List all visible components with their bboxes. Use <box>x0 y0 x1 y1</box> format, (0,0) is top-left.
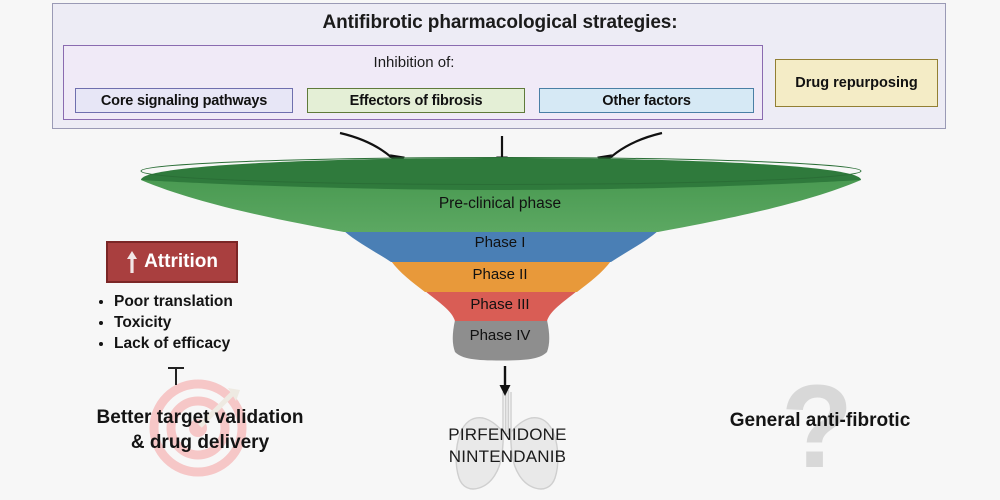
strategies-panel: Antifibrotic pharmacological strategies:… <box>52 3 946 129</box>
funnel-label-phase-iii: Phase III <box>470 296 530 313</box>
inhibition-label: Inhibition of: <box>373 54 455 71</box>
page-title: Antifibrotic pharmacological strategies: <box>322 12 678 33</box>
target-dartboard-icon <box>149 379 247 477</box>
drug-name-nintendanib: NINTENDANIB <box>448 447 567 466</box>
funnel-label-phase-iv: Phase IV <box>469 327 531 344</box>
attrition-badge: Attrition <box>106 241 238 283</box>
chip-core-signaling-pathways[interactable]: Core signaling pathways <box>75 88 293 113</box>
chip-drug-repurposing[interactable]: Drug repurposing <box>775 59 938 107</box>
funnel-label-pre-clinical: Pre-clinical phase <box>438 195 562 212</box>
list-item: Lack of efficacy <box>114 333 374 354</box>
funnel-rim <box>141 158 861 190</box>
funnel-label-phase-ii: Phase II <box>472 266 528 283</box>
down-arrow-icon <box>499 366 511 396</box>
chip-other-factors[interactable]: Other factors <box>539 88 754 113</box>
list-item: Toxicity <box>114 312 374 333</box>
up-arrow-icon <box>127 251 138 273</box>
list-item: Poor translation <box>114 291 374 312</box>
question-mark-icon: ? <box>780 361 854 493</box>
chip-effectors-of-fibrosis[interactable]: Effectors of fibrosis <box>307 88 525 113</box>
funnel-label-phase-i: Phase I <box>474 234 526 251</box>
lungs-icon <box>455 390 559 490</box>
drug-name-pirfenidone: PIRFENIDONE <box>448 425 567 444</box>
bottom-left-line2: & drug delivery <box>130 432 270 453</box>
bottom-right-caption: General anti-fibrotic <box>729 410 911 431</box>
funnel-inflow-arrows <box>339 131 663 172</box>
drug-names: PIRFENIDONE NINTENDANIB <box>400 424 615 468</box>
inhibition-tbar-icon <box>168 367 184 385</box>
inhibition-group: Inhibition of: Core signaling pathways E… <box>63 45 763 120</box>
bottom-left-line1: Better target validation <box>96 407 304 428</box>
attrition-reason-list: Poor translation Toxicity Lack of effica… <box>92 291 374 354</box>
attrition-label: Attrition <box>144 251 218 272</box>
bottom-left-caption: Better target validation & drug delivery <box>40 405 360 455</box>
